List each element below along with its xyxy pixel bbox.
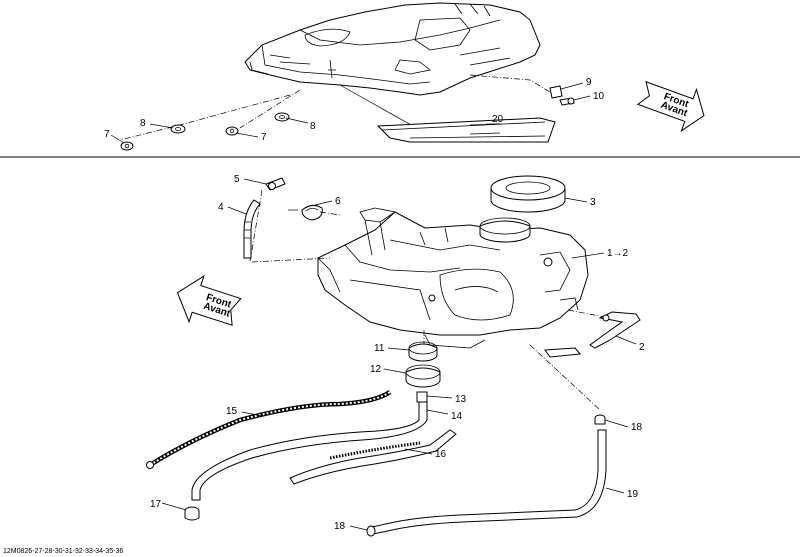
fuel-tank [317,207,589,349]
assembly-line [251,257,331,263]
document-code: 12M0826-27-28-30-31-32-33-34-35-36 [3,548,123,555]
hose-clamp [301,204,323,221]
callout-label: 19 [627,489,639,500]
fitting [428,294,436,302]
upper-tank-assembly [244,2,541,96]
return-hose [289,429,457,485]
braided-hose [146,390,392,469]
fuel-pump-module [405,364,441,388]
callout-label: 15 [226,406,238,417]
callout-label: 17 [150,499,162,510]
hose-fitting [416,391,428,403]
assembly-line [239,89,301,129]
callout-label: 10 [593,91,605,102]
callout-label: 2 [639,342,645,353]
assembly-line [529,344,601,411]
washer [274,112,290,122]
callout-label: 12 [370,364,382,375]
callout-label: 4 [218,202,224,213]
callout-label: 9 [586,77,592,88]
callout-label: 16 [435,449,447,460]
heat-shield [376,117,556,143]
fitting [543,257,553,267]
callouts-main: 5 6 3 4 1→2 2 11 12 13 14 15 16 17 18 18… [150,174,645,532]
callout-label: 14 [451,411,463,422]
hose-clamp [594,414,606,425]
clip-nut [225,126,239,136]
fuel-cap [490,175,566,213]
assembly-line [469,74,556,96]
callout-label: 7 [261,132,267,143]
callout-label: 3 [590,197,596,208]
filler-neck [479,217,531,243]
vent-hose-long [371,429,607,535]
callout-label: 18 [631,422,643,433]
callout-label: 11 [374,343,385,354]
fuel-hose [191,401,428,501]
callout-label: 5 [234,174,240,185]
callout-label: 7 [104,129,110,140]
washer [170,124,186,134]
fuel-level-sensor [544,311,641,358]
callout-label: 8 [310,121,316,132]
retainer-plate [549,85,563,99]
screw [559,97,575,106]
callouts-top: 7 8 7 8 9 10 20 [104,77,605,144]
callout-label: 18 [334,521,346,532]
clip-nut [120,141,134,151]
callout-label: 13 [455,394,467,405]
front-direction-arrow: Front Avant [176,274,242,326]
hose-clamp [184,506,200,521]
assembly-line [319,211,341,216]
front-direction-arrow: Front Avant [636,80,705,133]
callout-label: 20 [492,114,504,125]
leader-line [339,84,421,131]
fuel-pump-ring [408,341,438,362]
vent-fitting [265,177,286,191]
assembly-line [249,189,263,263]
callout-label: 6 [335,196,341,207]
callout-label: 8 [140,118,146,129]
hose-clamp [366,525,376,537]
callout-label: 1→2 [607,248,629,259]
